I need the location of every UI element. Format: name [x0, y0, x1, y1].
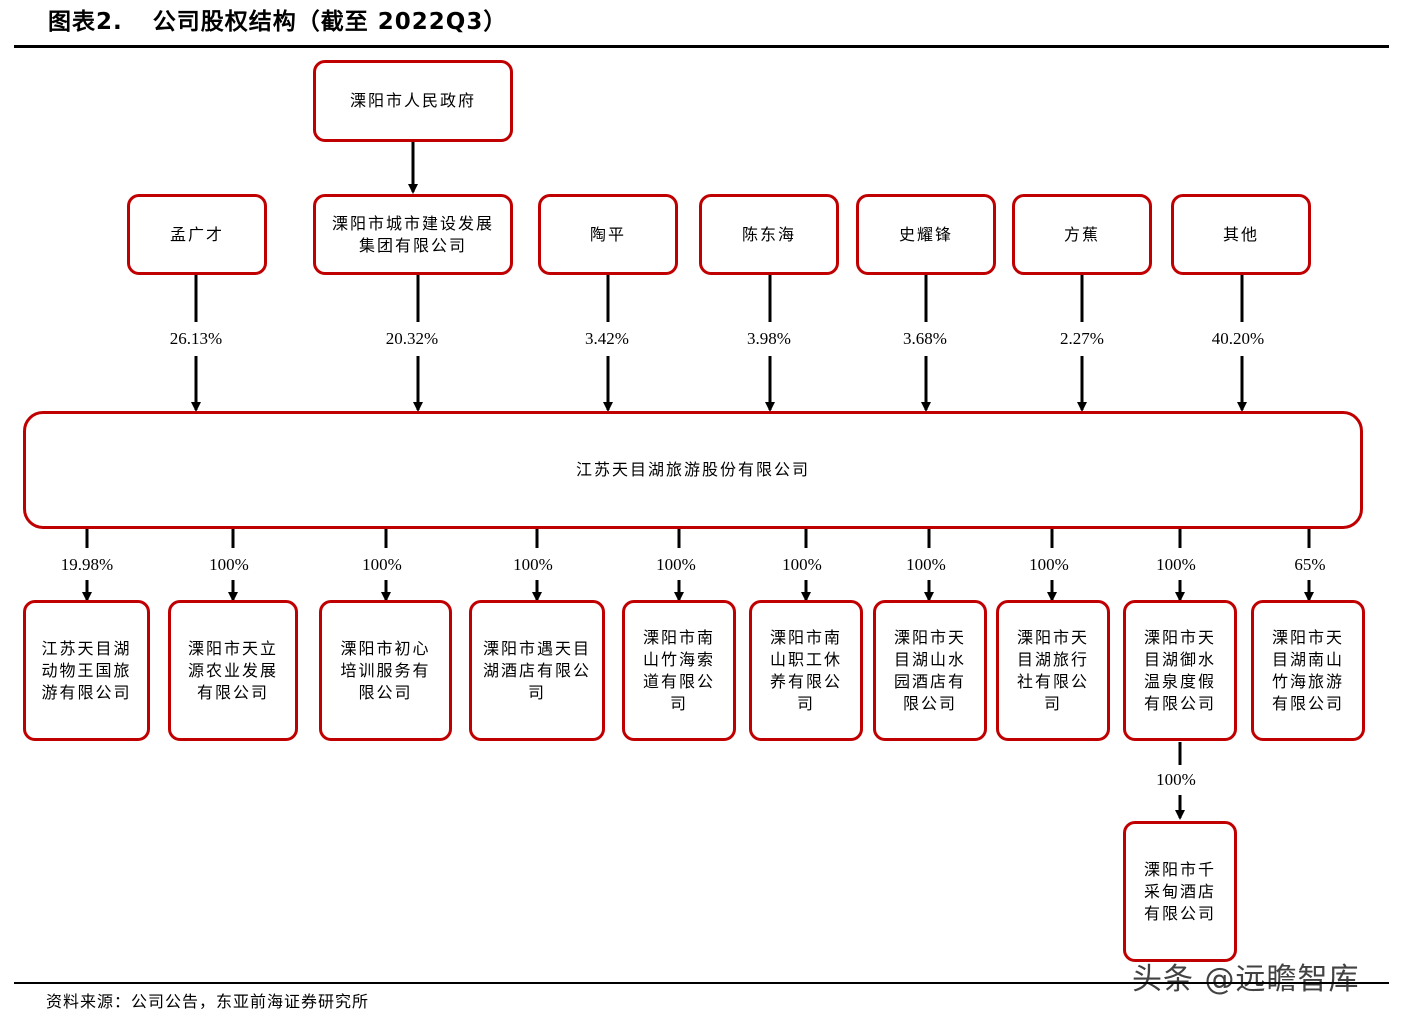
figure-title: 图表2. 公司股权结构（截至 2022Q3）	[48, 2, 507, 36]
node-label: 方蕉	[1063, 224, 1100, 244]
pct-subsidiary-nanshan-zhuhai: 65%	[1294, 555, 1326, 574]
pct-shareholder-others: 40.20%	[1211, 329, 1265, 348]
pct-sub-subsidiary-qiancaidian: 100%	[1156, 770, 1196, 789]
node-label: 溧阳市南山职工休养有限公司	[769, 627, 842, 713]
pct-subsidiary-yushui: 100%	[1156, 555, 1196, 574]
node-subsidiary-shanshuiyuan: 溧阳市天目湖山水园酒店有限公司	[873, 600, 987, 741]
node-subsidiary-zoo: 江苏天目湖动物王国旅游有限公司	[23, 600, 150, 741]
node-shareholder-city-construction: 溧阳市城市建设发展集团有限公司	[313, 194, 513, 275]
pct-subsidiary-shanshuiyuan: 100%	[906, 555, 946, 574]
node-subsidiary-chuxin: 溧阳市初心培训服务有限公司	[319, 600, 452, 741]
node-shareholder-fang: 方蕉	[1012, 194, 1152, 275]
source-note: 资料来源：公司公告，东亚前海证券研究所	[46, 992, 370, 1011]
node-company: 江苏天目湖旅游股份有限公司	[23, 411, 1363, 529]
node-shareholder-tao: 陶平	[538, 194, 678, 275]
node-label: 孟广才	[169, 224, 224, 244]
node-label: 溧阳市千采甸酒店有限公司	[1143, 859, 1216, 923]
pct-subsidiary-zoo: 19.98%	[60, 555, 114, 574]
node-label: 江苏天目湖动物王国旅游有限公司	[41, 638, 132, 702]
node-subsidiary-sanatorium: 溧阳市南山职工休养有限公司	[749, 600, 863, 741]
pct-subsidiary-travel-agency: 100%	[1029, 555, 1069, 574]
pct-shareholder-meng: 26.13%	[169, 329, 223, 348]
node-label: 溧阳市城市建设发展集团有限公司	[331, 213, 494, 255]
subsidiary-arrows	[82, 527, 1314, 602]
node-shareholder-others: 其他	[1171, 194, 1311, 275]
node-subsidiary-travel-agency: 溧阳市天目湖旅行社有限公司	[996, 600, 1110, 741]
node-shareholder-shi: 史耀锋	[856, 194, 996, 275]
node-subsidiary-yutian: 溧阳市遇天目湖酒店有限公司	[469, 600, 605, 741]
node-subsidiary-nanshan-zhuhai: 溧阳市天目湖南山竹海旅游有限公司	[1251, 600, 1365, 741]
node-label: 陈东海	[741, 224, 796, 244]
node-government: 溧阳市人民政府	[313, 60, 513, 142]
pct-subsidiary-yutian: 100%	[513, 555, 553, 574]
figure-caption: 公司股权结构（截至 2022Q3）	[152, 9, 508, 35]
pct-subsidiary-chuxin: 100%	[362, 555, 402, 574]
pct-shareholder-city-construction: 20.32%	[385, 329, 439, 348]
node-label: 江苏天目湖旅游股份有限公司	[575, 460, 810, 479]
pct-subsidiary-sanatorium: 100%	[782, 555, 822, 574]
node-label: 溧阳市人民政府	[349, 91, 476, 110]
node-shareholder-meng: 孟广才	[127, 194, 267, 275]
node-subsidiary-tianliyuan: 溧阳市天立源农业发展有限公司	[168, 600, 298, 741]
node-label: 溧阳市天目湖山水园酒店有限公司	[893, 627, 966, 713]
node-label: 溧阳市遇天目湖酒店有限公司	[482, 638, 591, 702]
node-label: 溧阳市南山竹海索道有限公司	[642, 627, 715, 713]
node-label: 溧阳市天目湖旅行社有限公司	[1016, 627, 1089, 713]
pct-shareholder-shi: 3.68%	[903, 329, 947, 348]
node-label: 溧阳市初心培训服务有限公司	[340, 638, 431, 702]
watermark: 头条 @远瞻智库	[1132, 962, 1360, 997]
node-label: 溧阳市天目湖南山竹海旅游有限公司	[1271, 627, 1344, 713]
pct-subsidiary-ropeway: 100%	[656, 555, 696, 574]
pct-shareholder-chen: 3.98%	[747, 329, 791, 348]
shareholder-arrows	[191, 274, 1247, 412]
node-label: 其他	[1222, 224, 1259, 244]
node-subsidiary-yushui: 溧阳市天目湖御水温泉度假有限公司	[1123, 600, 1237, 741]
pct-shareholder-tao: 3.42%	[585, 329, 629, 348]
node-shareholder-chen: 陈东海	[699, 194, 839, 275]
top-rule	[14, 45, 1389, 48]
pct-shareholder-fang: 2.27%	[1060, 329, 1104, 348]
figure-number: 图表2.	[48, 9, 123, 35]
bottom-rule	[14, 982, 1389, 984]
node-label: 溧阳市天立源农业发展有限公司	[187, 638, 278, 702]
node-sub-subsidiary-qiancaidian: 溧阳市千采甸酒店有限公司	[1123, 821, 1237, 962]
node-label: 史耀锋	[898, 224, 953, 244]
pct-subsidiary-tianliyuan: 100%	[209, 555, 249, 574]
node-label: 陶平	[589, 224, 626, 244]
node-label: 溧阳市天目湖御水温泉度假有限公司	[1143, 627, 1216, 713]
node-subsidiary-ropeway: 溧阳市南山竹海索道有限公司	[622, 600, 736, 741]
